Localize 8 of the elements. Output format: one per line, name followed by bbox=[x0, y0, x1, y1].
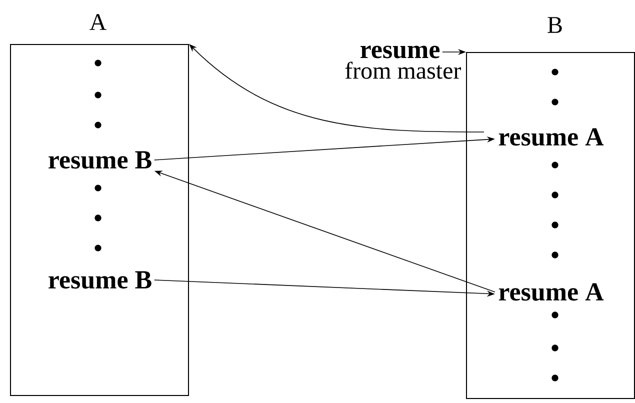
text-label: resume A bbox=[498, 283, 604, 301]
text-label: resume B bbox=[48, 151, 152, 169]
arrow bbox=[189, 44, 484, 132]
node-label: B bbox=[548, 17, 562, 33]
text-label: resume B bbox=[48, 271, 152, 289]
text-label: resume from master bbox=[345, 46, 461, 79]
node-label: A bbox=[90, 14, 106, 30]
text-label: resume A bbox=[498, 128, 604, 146]
